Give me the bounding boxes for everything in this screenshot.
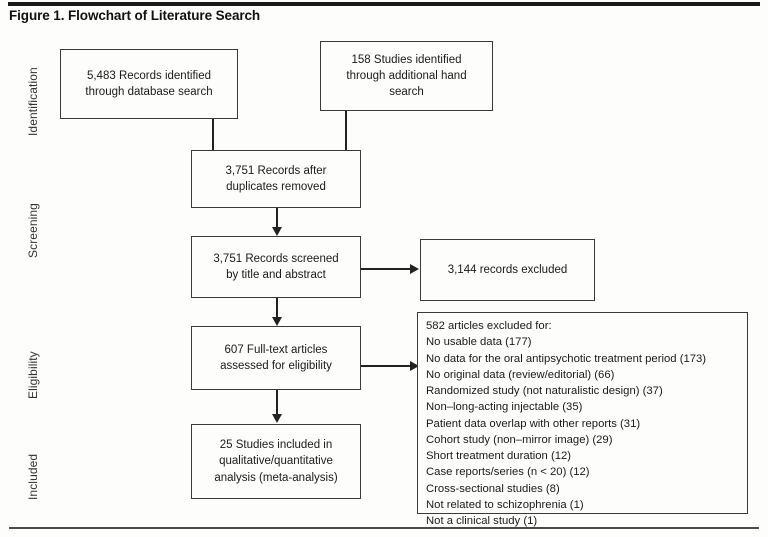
node-studies-included-text: 25 Studies included in qualitative/quant…: [214, 439, 338, 484]
node-studies-included: 25 Studies included in qualitative/quant…: [191, 424, 361, 499]
node-duplicates-removed-text: 3,751 Records after duplicates removed: [225, 164, 327, 193]
node-fulltext-assessed-text: 607 Full-text articles assessed for elig…: [220, 343, 332, 372]
node-records-screened-text: 3,751 Records screened by title and abst…: [213, 252, 339, 281]
node-database-search: 5,483 Records identified through databas…: [60, 49, 238, 119]
connector-database-to-duplicates: [212, 119, 214, 150]
arrow-screened-to-fulltext-icon: [272, 317, 282, 326]
arrow-duplicates-to-screened-icon: [272, 227, 282, 236]
node-records-excluded-text: 3,144 records excluded: [447, 263, 568, 276]
arrow-screened-to-excluded-icon: [410, 264, 419, 274]
node-database-search-text: 5,483 Records identified through databas…: [85, 69, 213, 98]
connector-hand-to-duplicates: [345, 111, 347, 150]
connector-fulltext-to-articles-excluded: [361, 365, 411, 367]
connector-screened-to-fulltext: [276, 298, 278, 318]
arrow-fulltext-to-articles-excluded-icon: [410, 361, 419, 371]
top-rule: [8, 2, 760, 6]
bottom-rule: [9, 527, 759, 529]
node-hand-search-text: 158 Studies identified through additiona…: [346, 53, 467, 99]
arrow-fulltext-to-included-icon: [272, 414, 282, 423]
node-duplicates-removed: 3,751 Records after duplicates removed: [191, 150, 361, 208]
stage-label-included: Included: [26, 453, 40, 500]
connector-duplicates-to-screened: [276, 208, 278, 228]
node-fulltext-assessed: 607 Full-text articles assessed for elig…: [191, 326, 361, 390]
node-hand-search: 158 Studies identified through additiona…: [320, 41, 493, 111]
connector-fulltext-to-included: [276, 390, 278, 415]
node-articles-excluded: 582 articles excluded for: No usable dat…: [417, 312, 748, 527]
node-records-excluded: 3,144 records excluded: [420, 239, 595, 301]
connector-screened-to-excluded: [361, 268, 411, 270]
stage-label-screening: Screening: [26, 203, 40, 258]
figure-title: Figure 1. Flowchart of Literature Search: [9, 8, 261, 23]
node-records-screened: 3,751 Records screened by title and abst…: [191, 236, 361, 298]
node-articles-excluded-text: 582 articles excluded for: No usable dat…: [426, 320, 707, 528]
stage-label-identification: Identification: [26, 67, 40, 136]
stage-label-eligibility: Eligibility: [26, 351, 40, 399]
